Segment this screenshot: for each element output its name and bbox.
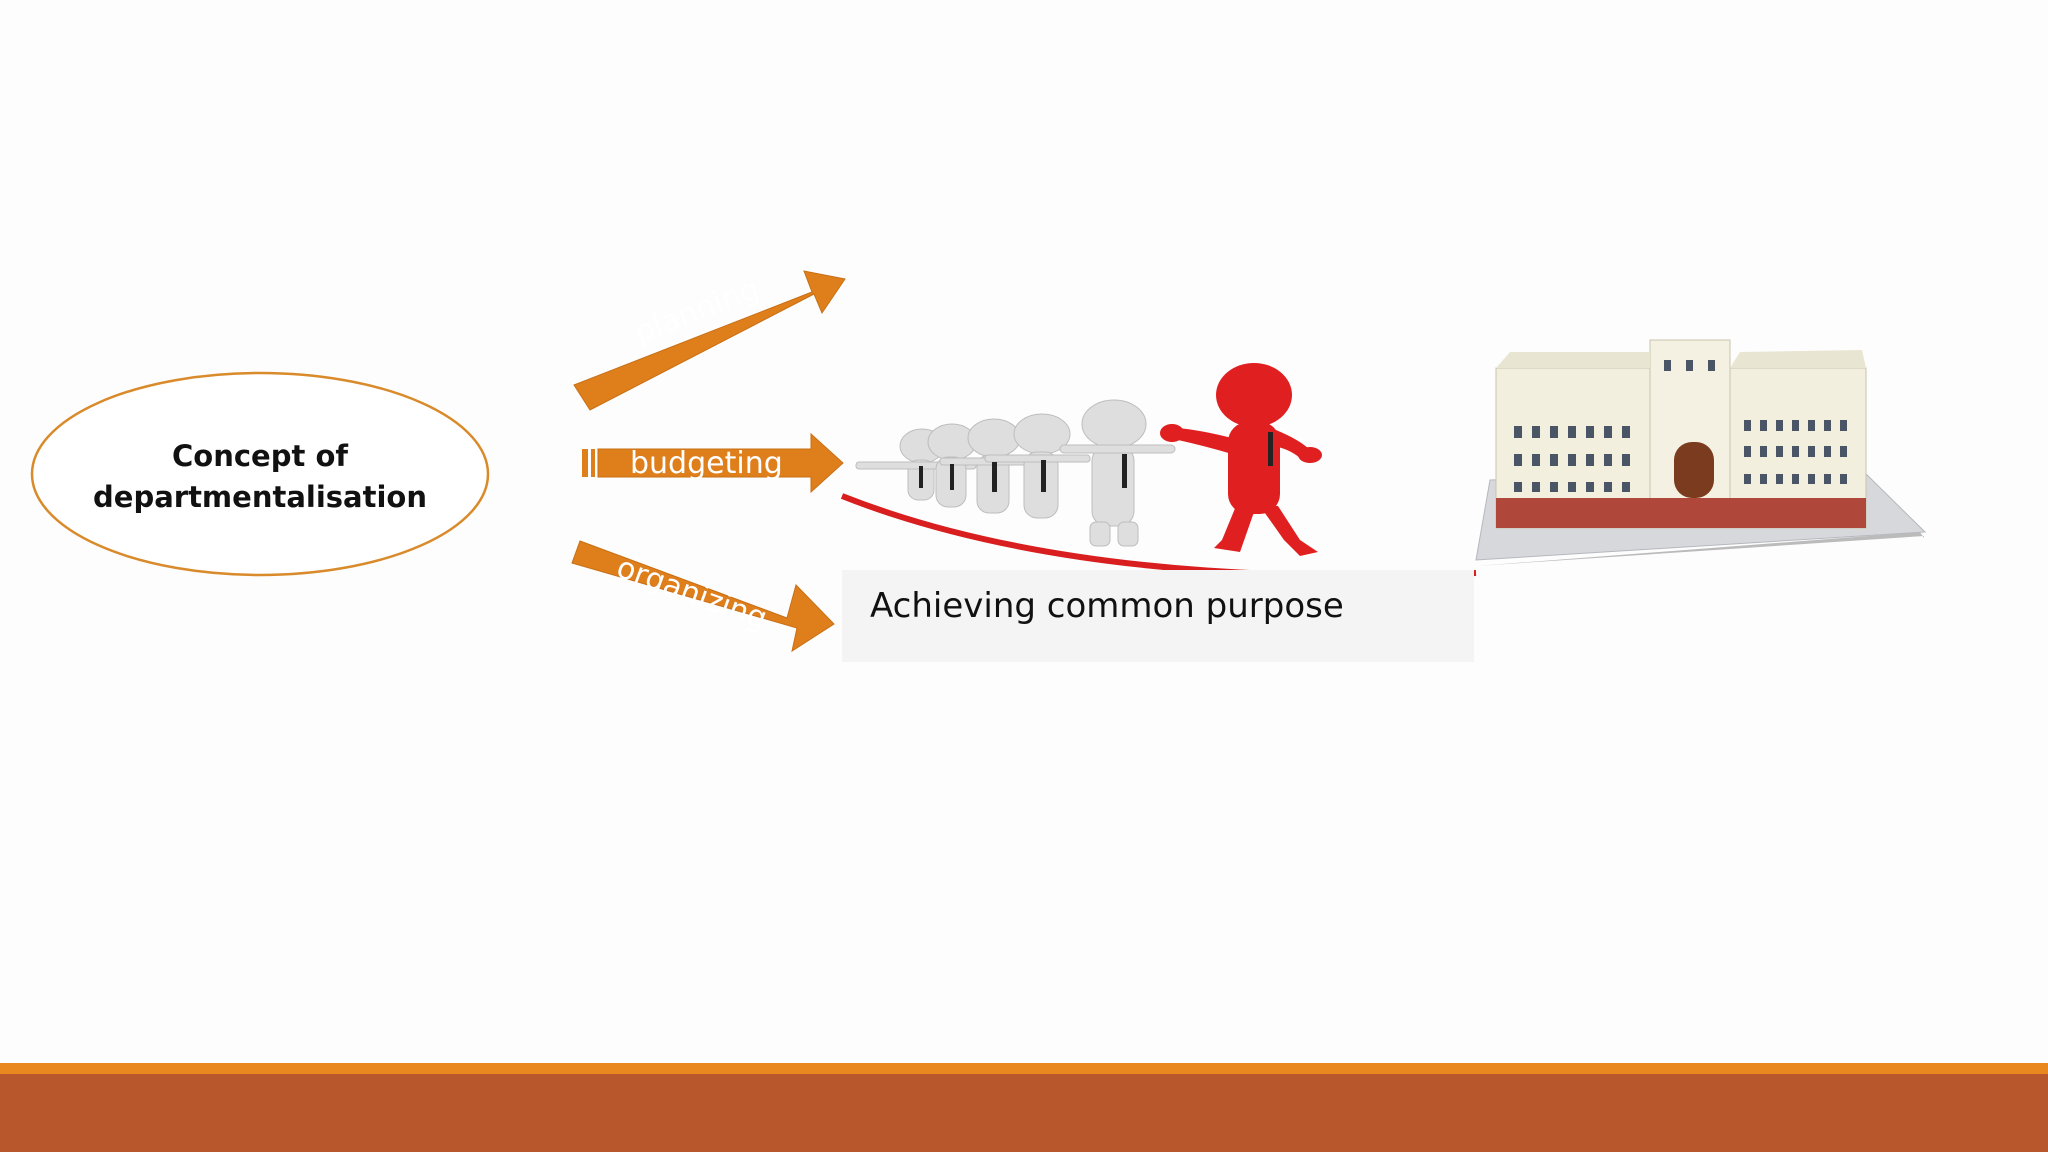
building-illustration [1475,339,1927,566]
concept-line-2: departmentalisation [93,480,427,514]
purpose-text: Achieving common purpose [870,586,1344,626]
teamwork-tightrope-illustration [840,363,1477,579]
red-leader-figure [1160,363,1322,556]
budgeting-arrow [582,432,844,494]
footer-bar [0,1074,2048,1152]
building-windows [1514,360,1847,492]
concept-line-1: Concept of [172,439,348,473]
budgeting-label: budgeting [630,446,783,481]
rope [840,493,1477,579]
organizing-arrow [571,540,835,653]
purpose-box [842,570,1474,662]
white-figures [855,399,1176,547]
concept-ellipse [30,371,490,577]
footer-accent-bar [0,1063,2048,1074]
ties [919,454,1127,492]
planning-arrow [573,270,846,411]
concept-label: Concept of departmentalisation [60,436,460,518]
